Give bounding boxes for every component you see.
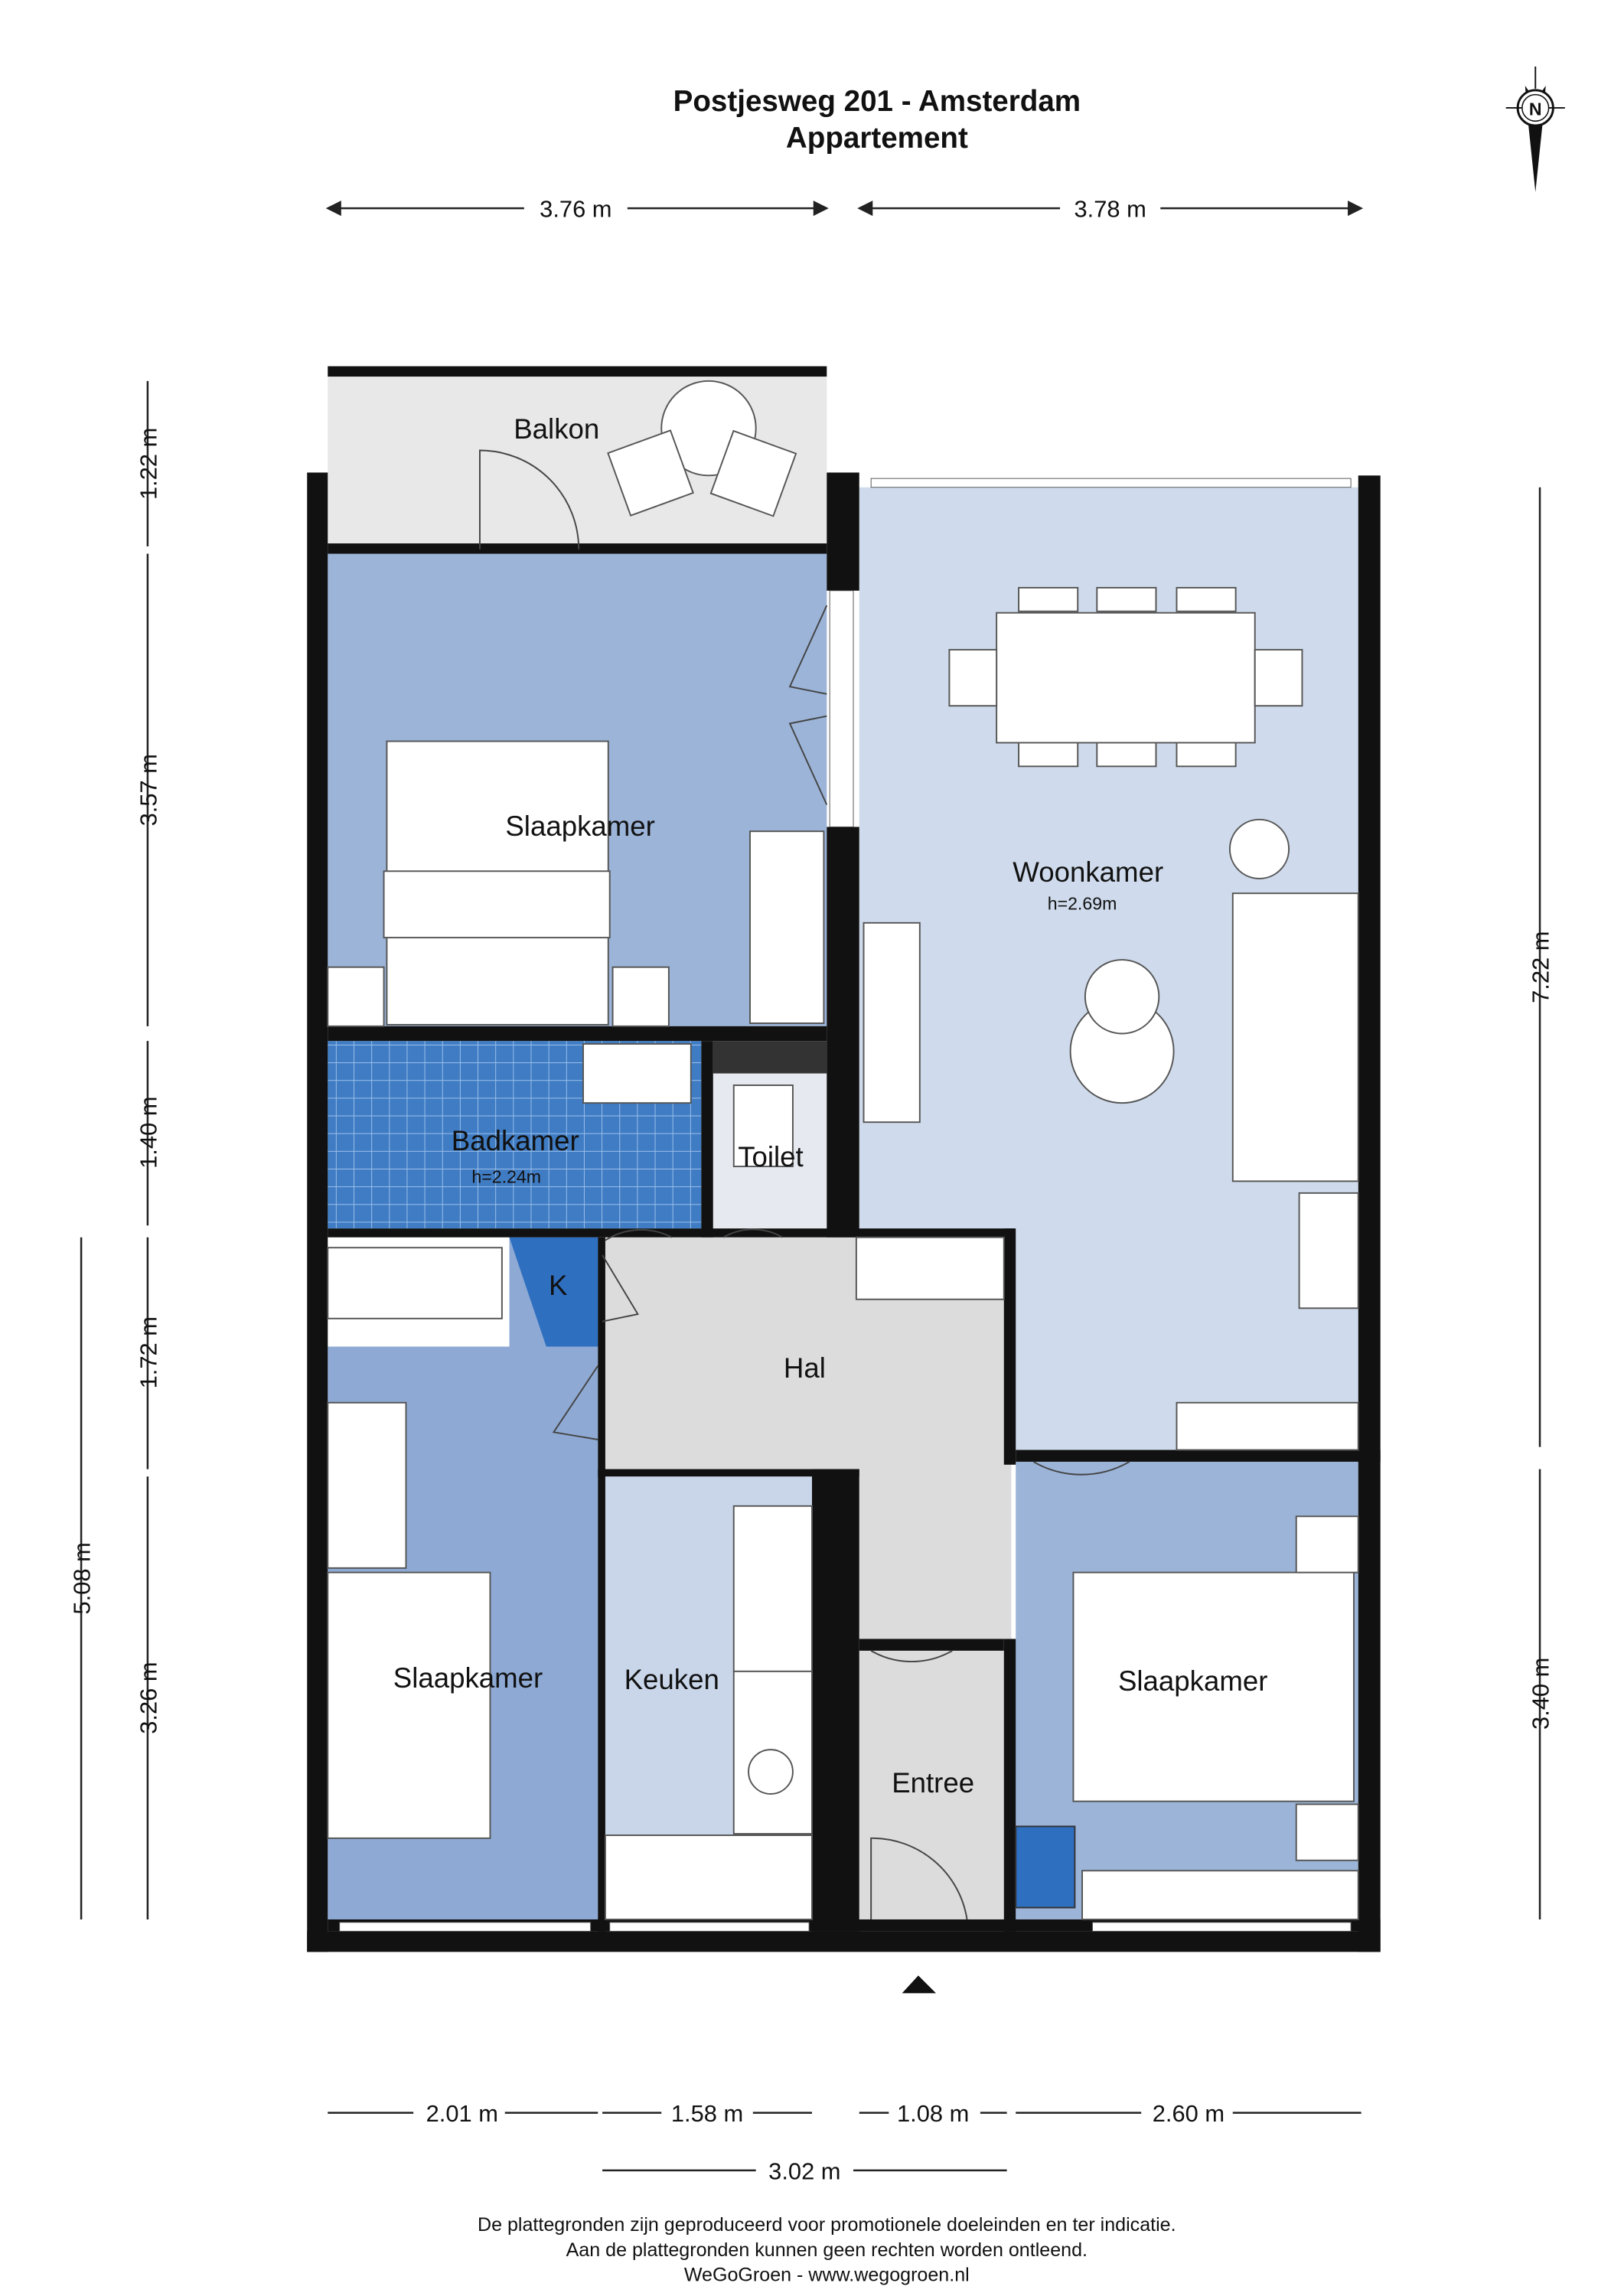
toilet-bowl	[732, 1084, 794, 1168]
page-subtitle: Appartement	[786, 122, 968, 155]
dim-left-total: 5.08 m	[69, 1542, 96, 1614]
label-kast: K	[549, 1270, 568, 1301]
wardrobe-2	[327, 1247, 503, 1319]
left-dimensions: 1.22 m 3.57 m 1.40 m 1.72 m 3.26 m 5.08 …	[69, 380, 161, 1919]
dim-left-5: 3.26 m	[135, 1662, 161, 1733]
dim-top-right: 3.78 m	[1075, 196, 1146, 223]
dim-bottom-3: 1.08 m	[897, 2100, 969, 2127]
label-hal: Hal	[784, 1352, 826, 1384]
dim-right-1: 7.22 m	[1528, 931, 1554, 1003]
footer-disclaimer-2: Aan de plattegronden kunnen geen rechten…	[566, 2239, 1088, 2261]
footer-disclaimer-1: De plattegronden zijn geproduceerd voor …	[478, 2214, 1176, 2236]
kast-area	[509, 1237, 598, 1347]
label-woonkamer-height: h=2.69m	[1048, 893, 1117, 913]
page-title: Postjesweg 201 - Amsterdam	[673, 85, 1081, 118]
sofa	[1231, 892, 1359, 1182]
dim-bottom-total: 3.02 m	[768, 2157, 840, 2184]
bed-2	[327, 1571, 491, 1839]
dim-left-3: 1.40 m	[135, 1097, 161, 1169]
compass-label: N	[1529, 99, 1542, 119]
label-badkamer-height: h=2.24m	[471, 1166, 541, 1186]
bottom-dimensions: 2.01 m 1.58 m 1.08 m 2.60 m 3.02 m	[328, 2096, 1361, 2184]
stove	[732, 1505, 813, 1672]
dim-bottom-4: 2.60 m	[1153, 2100, 1225, 2127]
dim-left-4: 1.72 m	[135, 1316, 161, 1388]
furniture	[327, 380, 1359, 1920]
right-dimensions: 7.22 m 3.40 m	[1528, 487, 1554, 1919]
dim-top-left: 3.76 m	[540, 196, 611, 223]
label-slaapkamer-1: Slaapkamer	[505, 810, 655, 842]
entrance-arrow-icon	[902, 1975, 937, 1994]
label-badkamer: Badkamer	[452, 1125, 579, 1156]
dim-left-2: 3.57 m	[135, 754, 161, 826]
label-slaapkamer-2: Slaapkamer	[393, 1662, 543, 1694]
label-slaapkamer-3: Slaapkamer	[1118, 1665, 1268, 1697]
dim-right-2: 3.40 m	[1528, 1658, 1554, 1730]
room-labels: Balkon Slaapkamer Woonkamer h=2.69m Badk…	[393, 413, 1268, 1799]
entree-area	[859, 1650, 1004, 1919]
dim-bottom-1: 2.01 m	[426, 2100, 498, 2127]
hal-area	[605, 1237, 1012, 1639]
label-entree: Entree	[892, 1767, 974, 1799]
windows	[339, 478, 1352, 1932]
top-dimensions: 3.76 m 3.78 m	[325, 196, 1364, 223]
dim-bottom-2: 1.58 m	[671, 2100, 743, 2127]
tv-cabinet	[863, 921, 921, 1124]
bed-3	[1072, 1571, 1355, 1802]
label-balkon: Balkon	[514, 413, 599, 445]
label-woonkamer: Woonkamer	[1013, 856, 1163, 888]
desk	[327, 1401, 407, 1569]
dining-table	[996, 612, 1256, 744]
label-toilet: Toilet	[738, 1141, 804, 1172]
dim-left-1: 1.22 m	[135, 428, 161, 500]
wardrobe-1	[749, 830, 825, 1024]
compass-north-icon: N	[1505, 66, 1565, 192]
footer-credit: WeGoGroen - www.wegogroen.nl	[684, 2265, 970, 2286]
label-keuken: Keuken	[624, 1664, 719, 1695]
doors	[478, 449, 1130, 1920]
